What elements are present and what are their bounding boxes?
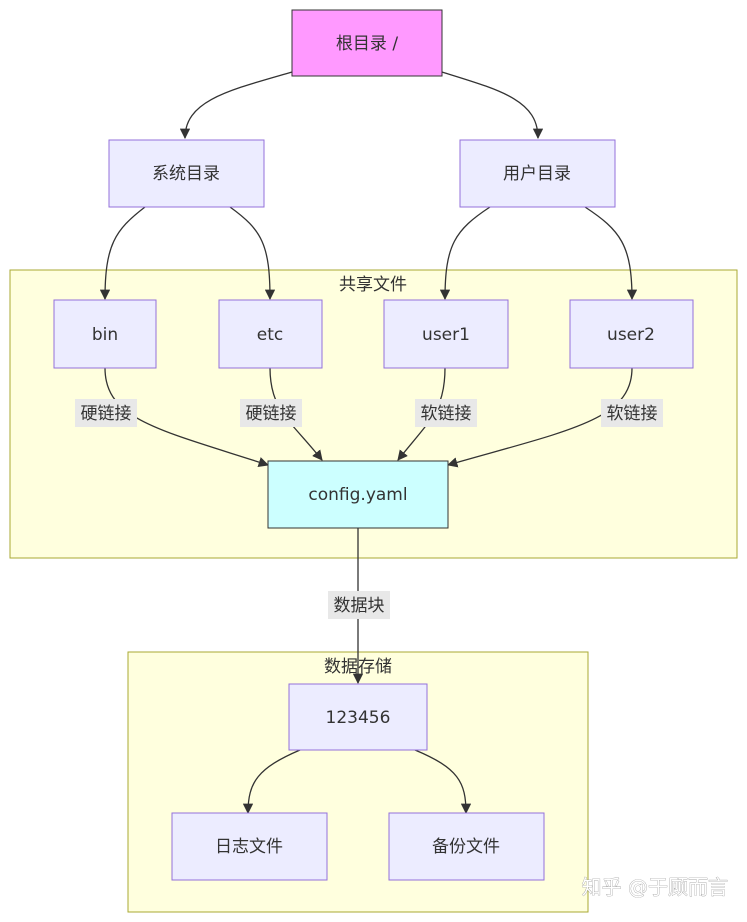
edge-user-user1 bbox=[439, 206, 491, 301]
node-user1[interactable]: user1 bbox=[383, 299, 509, 369]
node-bin-label: bin bbox=[92, 325, 118, 345]
node-system-dir-label: 系统目录 bbox=[152, 164, 220, 184]
node-user2[interactable]: user2 bbox=[569, 299, 694, 369]
cluster-shared-files-label: 共享文件 bbox=[339, 275, 407, 295]
node-log-file-label: 日志文件 bbox=[215, 837, 283, 857]
node-user1-label: user1 bbox=[422, 325, 470, 345]
node-root[interactable]: 根目录 / bbox=[291, 9, 443, 77]
edge-label-user2-config: 软链接 bbox=[607, 404, 658, 424]
node-config-label: config.yaml bbox=[308, 485, 407, 505]
node-etc[interactable]: etc bbox=[218, 299, 323, 369]
edge-root-user bbox=[441, 71, 544, 140]
edge-user2-config bbox=[447, 367, 633, 468]
edge-label-etc-config: 硬链接 bbox=[246, 404, 297, 424]
watermark: 知乎 @于顾而言 bbox=[582, 875, 728, 899]
node-user2-label: user2 bbox=[607, 325, 655, 345]
edge-user-user2 bbox=[584, 206, 638, 301]
edge-label-bin-config: 硬链接 bbox=[81, 404, 132, 424]
node-block[interactable]: 123456 bbox=[288, 683, 428, 751]
edges bbox=[99, 71, 638, 815]
edge-label-user1-config: 软链接 bbox=[421, 404, 472, 424]
edge-labels: 硬链接 硬链接 软链接 软链接 数据块 bbox=[75, 399, 663, 619]
edge-system-etc bbox=[229, 206, 276, 301]
node-config[interactable]: config.yaml bbox=[267, 460, 449, 529]
node-log-file[interactable]: 日志文件 bbox=[171, 812, 328, 881]
edge-block-log bbox=[242, 749, 301, 815]
node-root-label: 根目录 / bbox=[336, 34, 398, 54]
node-user-dir[interactable]: 用户目录 bbox=[459, 139, 616, 208]
node-backup-file-label: 备份文件 bbox=[432, 837, 500, 857]
node-backup-file[interactable]: 备份文件 bbox=[388, 812, 545, 881]
edge-bin-config bbox=[104, 367, 269, 468]
node-block-label: 123456 bbox=[326, 708, 391, 728]
node-system-dir[interactable]: 系统目录 bbox=[108, 139, 265, 208]
edge-label-config-block: 数据块 bbox=[334, 596, 385, 616]
edge-block-backup bbox=[414, 749, 472, 815]
node-user-dir-label: 用户目录 bbox=[503, 164, 571, 184]
node-bin[interactable]: bin bbox=[53, 299, 157, 369]
edge-system-bin bbox=[99, 206, 146, 301]
edge-root-system bbox=[179, 71, 293, 140]
node-etc-label: etc bbox=[257, 325, 283, 345]
